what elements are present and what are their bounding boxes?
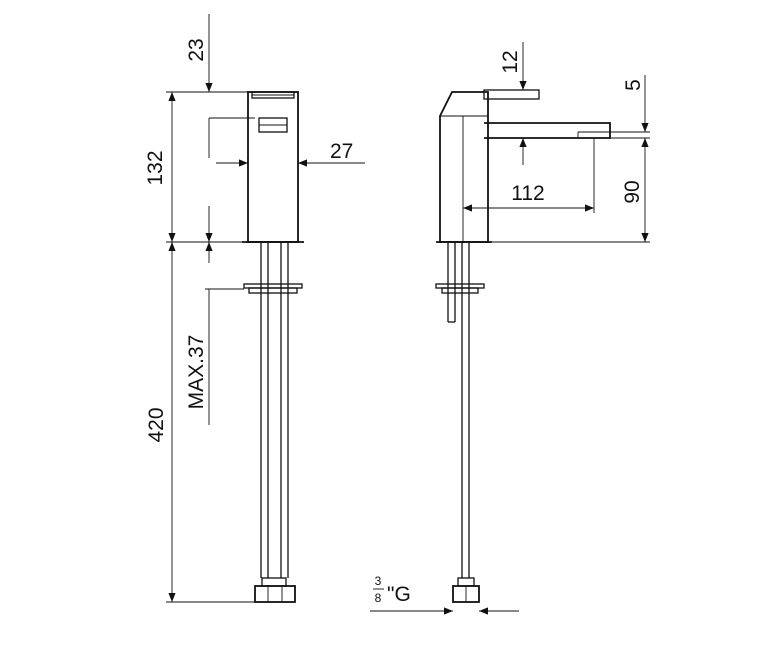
side-faucet-body bbox=[439, 91, 489, 243]
front-hoses bbox=[260, 242, 289, 578]
side-spout bbox=[484, 122, 611, 139]
front-view bbox=[242, 91, 304, 603]
dim-90-label: 90 bbox=[621, 180, 644, 203]
dimension-27: 27 bbox=[205, 140, 365, 242]
side-mounting-washer bbox=[435, 283, 485, 294]
side-view bbox=[435, 89, 611, 603]
dim-27-label: 27 bbox=[330, 140, 353, 163]
side-hose-fitting bbox=[452, 577, 480, 603]
dim-132-label: 132 bbox=[144, 150, 167, 185]
front-hose-fittings bbox=[254, 577, 296, 603]
dimension-90: 90 bbox=[492, 138, 650, 243]
dimension-112: 112 bbox=[463, 138, 595, 213]
dimension-5: 5 bbox=[578, 75, 650, 139]
side-hose bbox=[461, 242, 470, 578]
side-lever-handle bbox=[483, 89, 540, 100]
dimension-132: 132 bbox=[144, 91, 248, 243]
dimension-420: 420 bbox=[145, 242, 255, 603]
dim-23-label: 23 bbox=[185, 38, 208, 61]
dimension-thread: 3 8 "G bbox=[370, 574, 519, 615]
dim-5-label: 5 bbox=[622, 79, 645, 91]
dimension-23: 23 bbox=[185, 14, 255, 158]
dim-112-label: 112 bbox=[511, 182, 544, 205]
dim-max37-label: MAX.37 bbox=[185, 335, 208, 410]
front-mounting-washer bbox=[243, 283, 303, 294]
side-threaded-stud bbox=[447, 242, 456, 323]
dimension-max37: MAX.37 bbox=[185, 242, 244, 425]
dimension-12: 12 bbox=[499, 42, 527, 165]
front-faucet-body bbox=[247, 91, 299, 243]
thread-numerator: 3 bbox=[375, 574, 382, 588]
dim-420-label: 420 bbox=[145, 407, 168, 442]
dim-12-label: 12 bbox=[499, 50, 522, 73]
thread-denominator: 8 bbox=[375, 591, 382, 605]
thread-suffix: "G bbox=[387, 583, 411, 606]
